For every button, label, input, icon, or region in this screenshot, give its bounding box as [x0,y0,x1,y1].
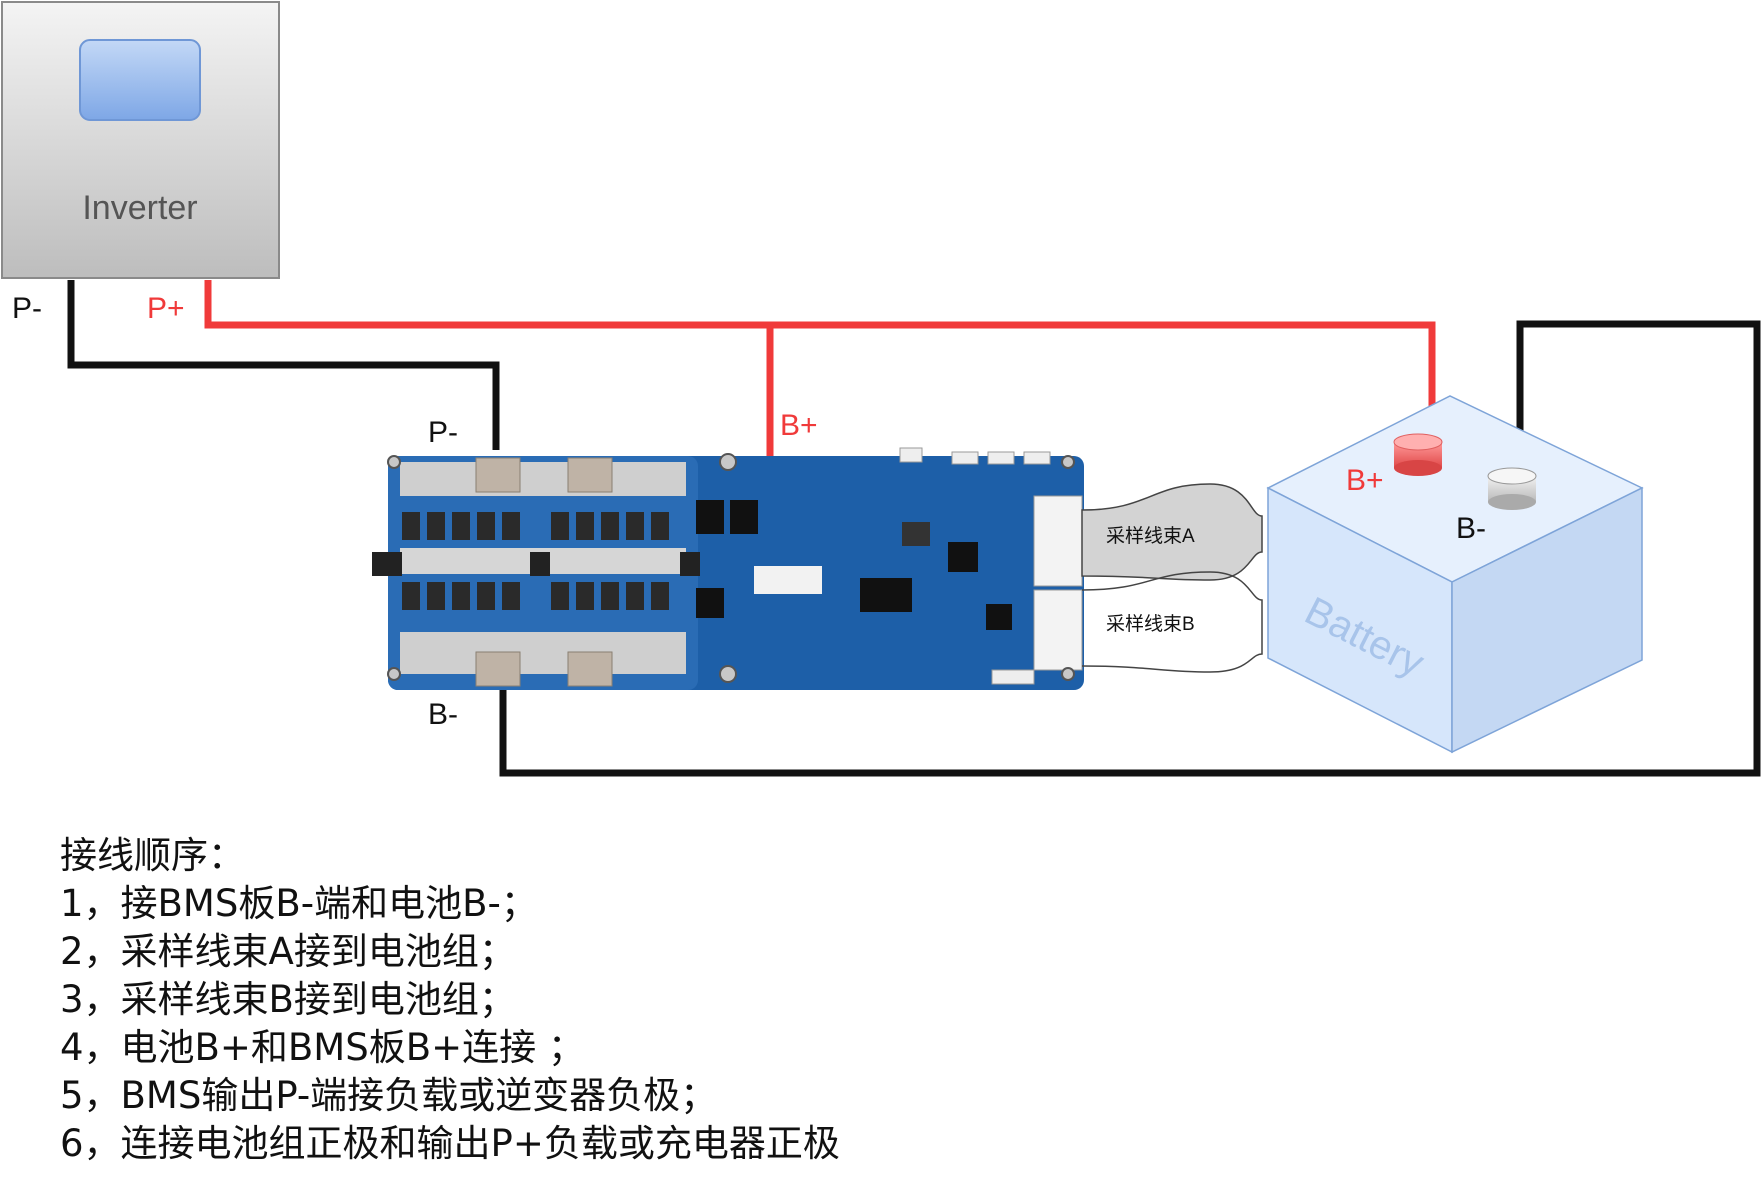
battery-b-plus-label: B+ [1346,464,1384,497]
inverter: Inverter [1,1,280,279]
bms-p-minus-label: P- [428,416,458,449]
battery-b-minus-label: B- [1456,512,1486,545]
bms-board [372,447,1084,690]
instructions-title: 接线顺序： [60,834,245,877]
sampling-harness-a: 采样线束A [1081,483,1263,581]
bms-b-minus-label: B- [428,698,458,731]
instruction-step: 1，接BMS板B-端和电池B-； [60,882,538,925]
wire-p-plus [204,280,1436,438]
wiring-instructions: 接线顺序： 1，接BMS板B-端和电池B-； 2，采样线束A接到电池组； 3，采… [60,832,840,1168]
instruction-step: 2，采样线束A接到电池组； [60,930,516,973]
inverter-p-plus-label: P+ [147,292,185,325]
positive-wires [204,280,1436,458]
harness-b-label: 采样线束B [1106,613,1195,635]
inverter-p-minus-label: P- [12,292,42,325]
battery-b-plus-terminal [1393,433,1443,476]
instruction-step: 5，BMS输出P-端接负载或逆变器负极； [60,1074,718,1117]
inverter-screen [79,39,201,121]
inverter-label: Inverter [82,189,197,227]
instruction-step: 3，采样线束B接到电池组； [60,978,516,1021]
instructions-list: 1，接BMS板B-端和电池B-； 2，采样线束A接到电池组； 3，采样线束B接到… [60,880,840,1168]
wire-b-minus [499,320,1761,777]
sampling-harness-b: 采样线束B [1081,571,1263,673]
battery-b-minus-terminal [1487,467,1537,510]
bms-b-plus-label: B+ [780,409,818,442]
battery-side-face [1451,486,1643,754]
negative-wires [67,280,1761,777]
instruction-step: 4，电池B+和BMS板B+连接 ； [60,1026,585,1069]
instruction-step: 6，连接电池组正极和输出P+负载或充电器正极 [60,1122,840,1165]
battery: Battery [1266,395,1644,754]
wire-p-minus [67,280,500,450]
harness-a-label: 采样线束A [1106,525,1195,547]
